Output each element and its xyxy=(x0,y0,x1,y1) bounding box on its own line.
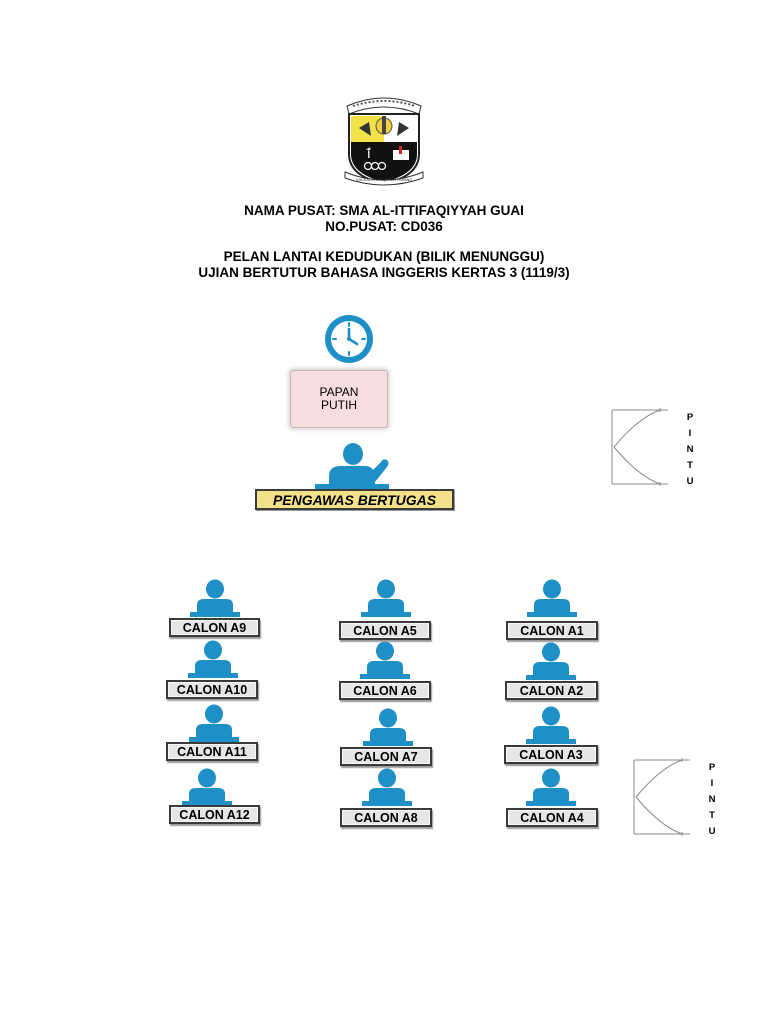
person-icon xyxy=(526,706,576,744)
school-logo-icon: ٱ S.M.A AL-ITTIFAQIYYAH PAHANG xyxy=(344,97,424,186)
person-icon xyxy=(363,708,413,746)
seat-label-a5: CALON A5 xyxy=(339,621,431,640)
person-icon xyxy=(362,768,412,806)
clock-icon xyxy=(325,315,373,363)
door-label: P I N T U xyxy=(686,412,694,487)
seat-label-a10: CALON A10 xyxy=(166,680,258,699)
person-icon xyxy=(188,640,238,678)
seat-label-a4: CALON A4 xyxy=(506,808,598,827)
centre-number: NO.PUSAT: CD036 xyxy=(325,219,443,234)
centre-name: NAMA PUSAT: SMA AL-ITTIFAQIYYAH GUAI xyxy=(244,203,524,218)
seat-label-a1: CALON A1 xyxy=(506,621,598,640)
seat-label-a8: CALON A8 xyxy=(340,808,432,827)
plan-title: PELAN LANTAI KEDUDUKAN (BILIK MENUNGGU) xyxy=(223,249,545,264)
exam-title: UJIAN BERTUTUR BAHASA INGGERIS KERTAS 3 … xyxy=(198,265,570,280)
svg-text:S.M.A AL-ITTIFAQIYYAH PAHA: S.M.A AL-ITTIFAQIYYAH PAHANG xyxy=(356,178,412,182)
person-icon xyxy=(527,579,577,617)
door-label: P I N T U xyxy=(708,762,716,837)
person-icon xyxy=(360,641,410,679)
seat-label-a3: CALON A3 xyxy=(504,745,598,764)
door-icon xyxy=(611,408,668,486)
seat-label-a11: CALON A11 xyxy=(166,742,258,761)
seat-label-a9: CALON A9 xyxy=(169,618,260,637)
person-icon xyxy=(526,642,576,680)
person-icon xyxy=(189,704,239,742)
invigilator-person-icon xyxy=(315,443,389,490)
seat-label-a7: CALON A7 xyxy=(340,747,432,766)
seat-label-a6: CALON A6 xyxy=(339,681,431,700)
door-icon xyxy=(633,758,690,836)
whiteboard-label-line2: PUTIH xyxy=(321,398,357,412)
person-icon xyxy=(182,768,232,806)
seat-label-a2: CALON A2 xyxy=(505,681,598,700)
seat-label-a12: CALON A12 xyxy=(169,805,260,824)
whiteboard-label-line1: PAPAN xyxy=(319,385,359,399)
person-icon xyxy=(526,768,576,806)
svg-text:ٱ: ٱ xyxy=(365,147,373,162)
person-icon xyxy=(361,579,411,617)
invigilator-label: PENGAWAS BERTUGAS xyxy=(255,489,454,510)
person-icon xyxy=(190,579,240,617)
whiteboard: PAPAN PUTIH xyxy=(290,370,388,428)
